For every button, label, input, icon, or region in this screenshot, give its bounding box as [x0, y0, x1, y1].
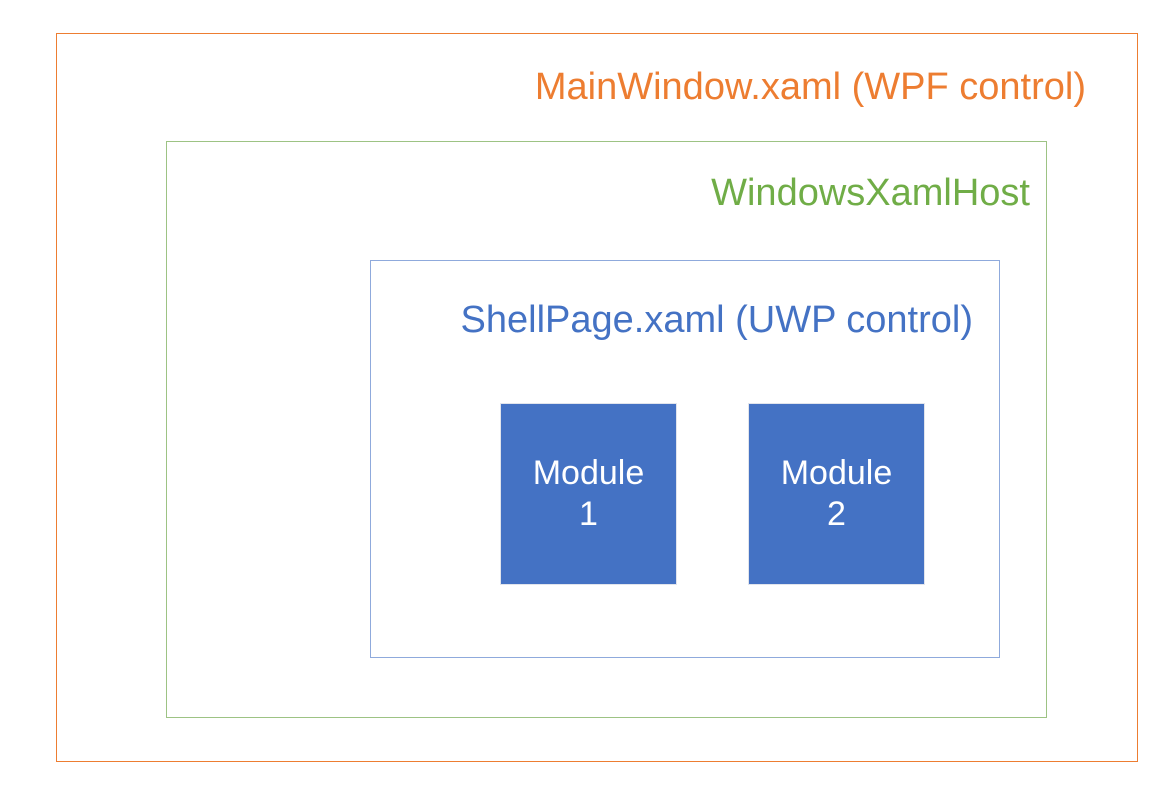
module-1-box: Module 1	[501, 404, 676, 584]
module-2-box: Module 2	[749, 404, 924, 584]
windows-xaml-host-label: WindowsXamlHost	[711, 172, 1030, 214]
shell-page-container	[370, 260, 1000, 658]
module-2-label-line1: Module	[780, 453, 893, 492]
shell-page-label: ShellPage.xaml (UWP control)	[460, 299, 973, 341]
module-2-label-line2: 2	[827, 495, 846, 533]
wpf-main-window-container	[56, 33, 1138, 762]
module-1-label-line1: Module	[532, 453, 645, 492]
windows-xaml-host-container	[166, 141, 1047, 718]
module-1-label-line2: 1	[579, 495, 598, 533]
wpf-main-window-label: MainWindow.xaml (WPF control)	[534, 66, 1086, 108]
